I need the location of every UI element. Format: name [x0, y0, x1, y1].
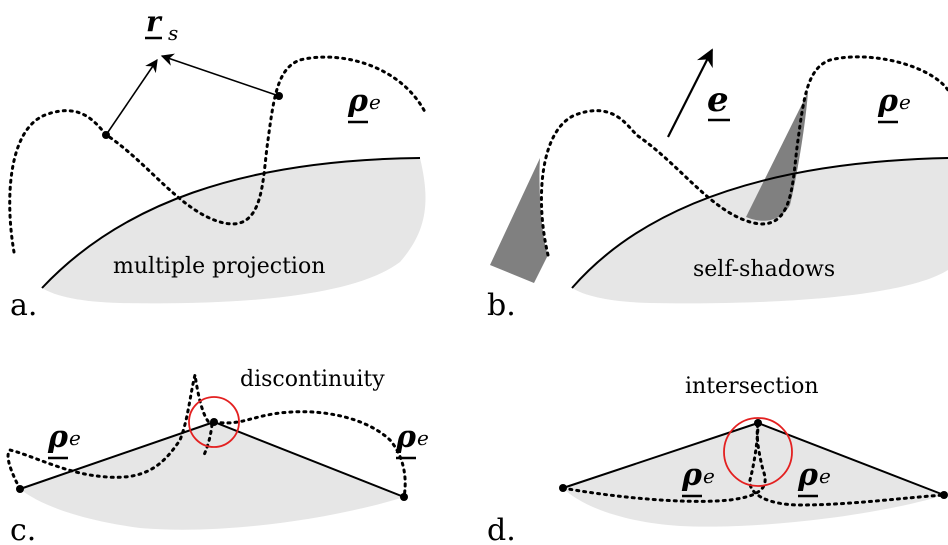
panel-d-rho-right-symbol: ρ: [797, 458, 819, 493]
panel-d-rho-left-subscript: e: [703, 464, 715, 488]
panel-d: ρ e ρ e intersection d.: [487, 374, 948, 545]
panel-b-curve: [539, 55, 948, 257]
panel-a-curve: [8, 55, 427, 254]
panel-d-point-left: [559, 484, 567, 492]
panel-b-shadow-left: [490, 158, 548, 283]
panel-c-point-right: [400, 493, 408, 501]
panel-c-caption: discontinuity: [240, 367, 385, 392]
panel-b-surface-edge: [571, 157, 948, 289]
panel-c-rho-left-subscript: e: [69, 426, 81, 450]
panel-b-vector-symbol: e: [707, 80, 729, 120]
panel-b-rho-symbol: ρ: [877, 84, 899, 119]
panel-d-letter: d.: [487, 513, 516, 545]
panel-d-highlight-circle: [723, 417, 793, 487]
panel-b-rho-subscript: e: [899, 90, 911, 114]
panel-c-highlight-circle: [188, 396, 240, 448]
panel-b-caption: self-shadows: [693, 257, 835, 282]
panel-a: r s ρ e multiple projection a.: [8, 5, 427, 323]
panel-d-caption: intersection: [685, 374, 819, 399]
panel-a-rho-symbol: ρ: [347, 84, 369, 119]
panel-c-rho-right-subscript: e: [417, 426, 429, 450]
panel-c-curve-right: [212, 410, 407, 499]
panel-a-letter: a.: [10, 288, 37, 323]
panel-d-surface: [563, 423, 944, 527]
panel-c-point-left: [16, 485, 24, 493]
panel-a-surface: [42, 158, 426, 304]
panel-c: ρ e ρ e discontinuity c.: [6, 367, 429, 545]
panel-c-rho-left-symbol: ρ: [47, 420, 69, 455]
panel-a-surface-edge: [41, 157, 421, 289]
panel-d-rho-left-symbol: ρ: [681, 458, 703, 493]
panel-b-direction-arrow: [667, 48, 713, 138]
panel-c-rho-right-symbol: ρ: [395, 420, 417, 455]
panel-b-letter: b.: [487, 288, 516, 323]
panel-c-surface: [20, 422, 404, 530]
panel-a-caption: multiple projection: [113, 254, 325, 279]
panel-d-point-right: [940, 491, 948, 499]
panel-d-point-peak: [754, 419, 762, 427]
panel-d-curve-left: [561, 421, 767, 503]
panel-a-rho-subscript: e: [369, 90, 381, 114]
panel-c-point-peak: [210, 418, 218, 426]
panel-d-rho-right-subscript: e: [819, 464, 831, 488]
panel-a-vector-subscript: s: [168, 21, 178, 45]
panel-a-arrow-left: [105, 58, 158, 136]
panel-d-curve-right: [748, 421, 946, 507]
panel-a-vector-symbol: r: [146, 5, 163, 38]
panel-b: e ρ e self-shadows b.: [487, 48, 948, 323]
panel-a-arrow-right: [160, 53, 280, 97]
panel-c-letter: c.: [10, 513, 36, 545]
panel-b-surface: [572, 158, 948, 304]
